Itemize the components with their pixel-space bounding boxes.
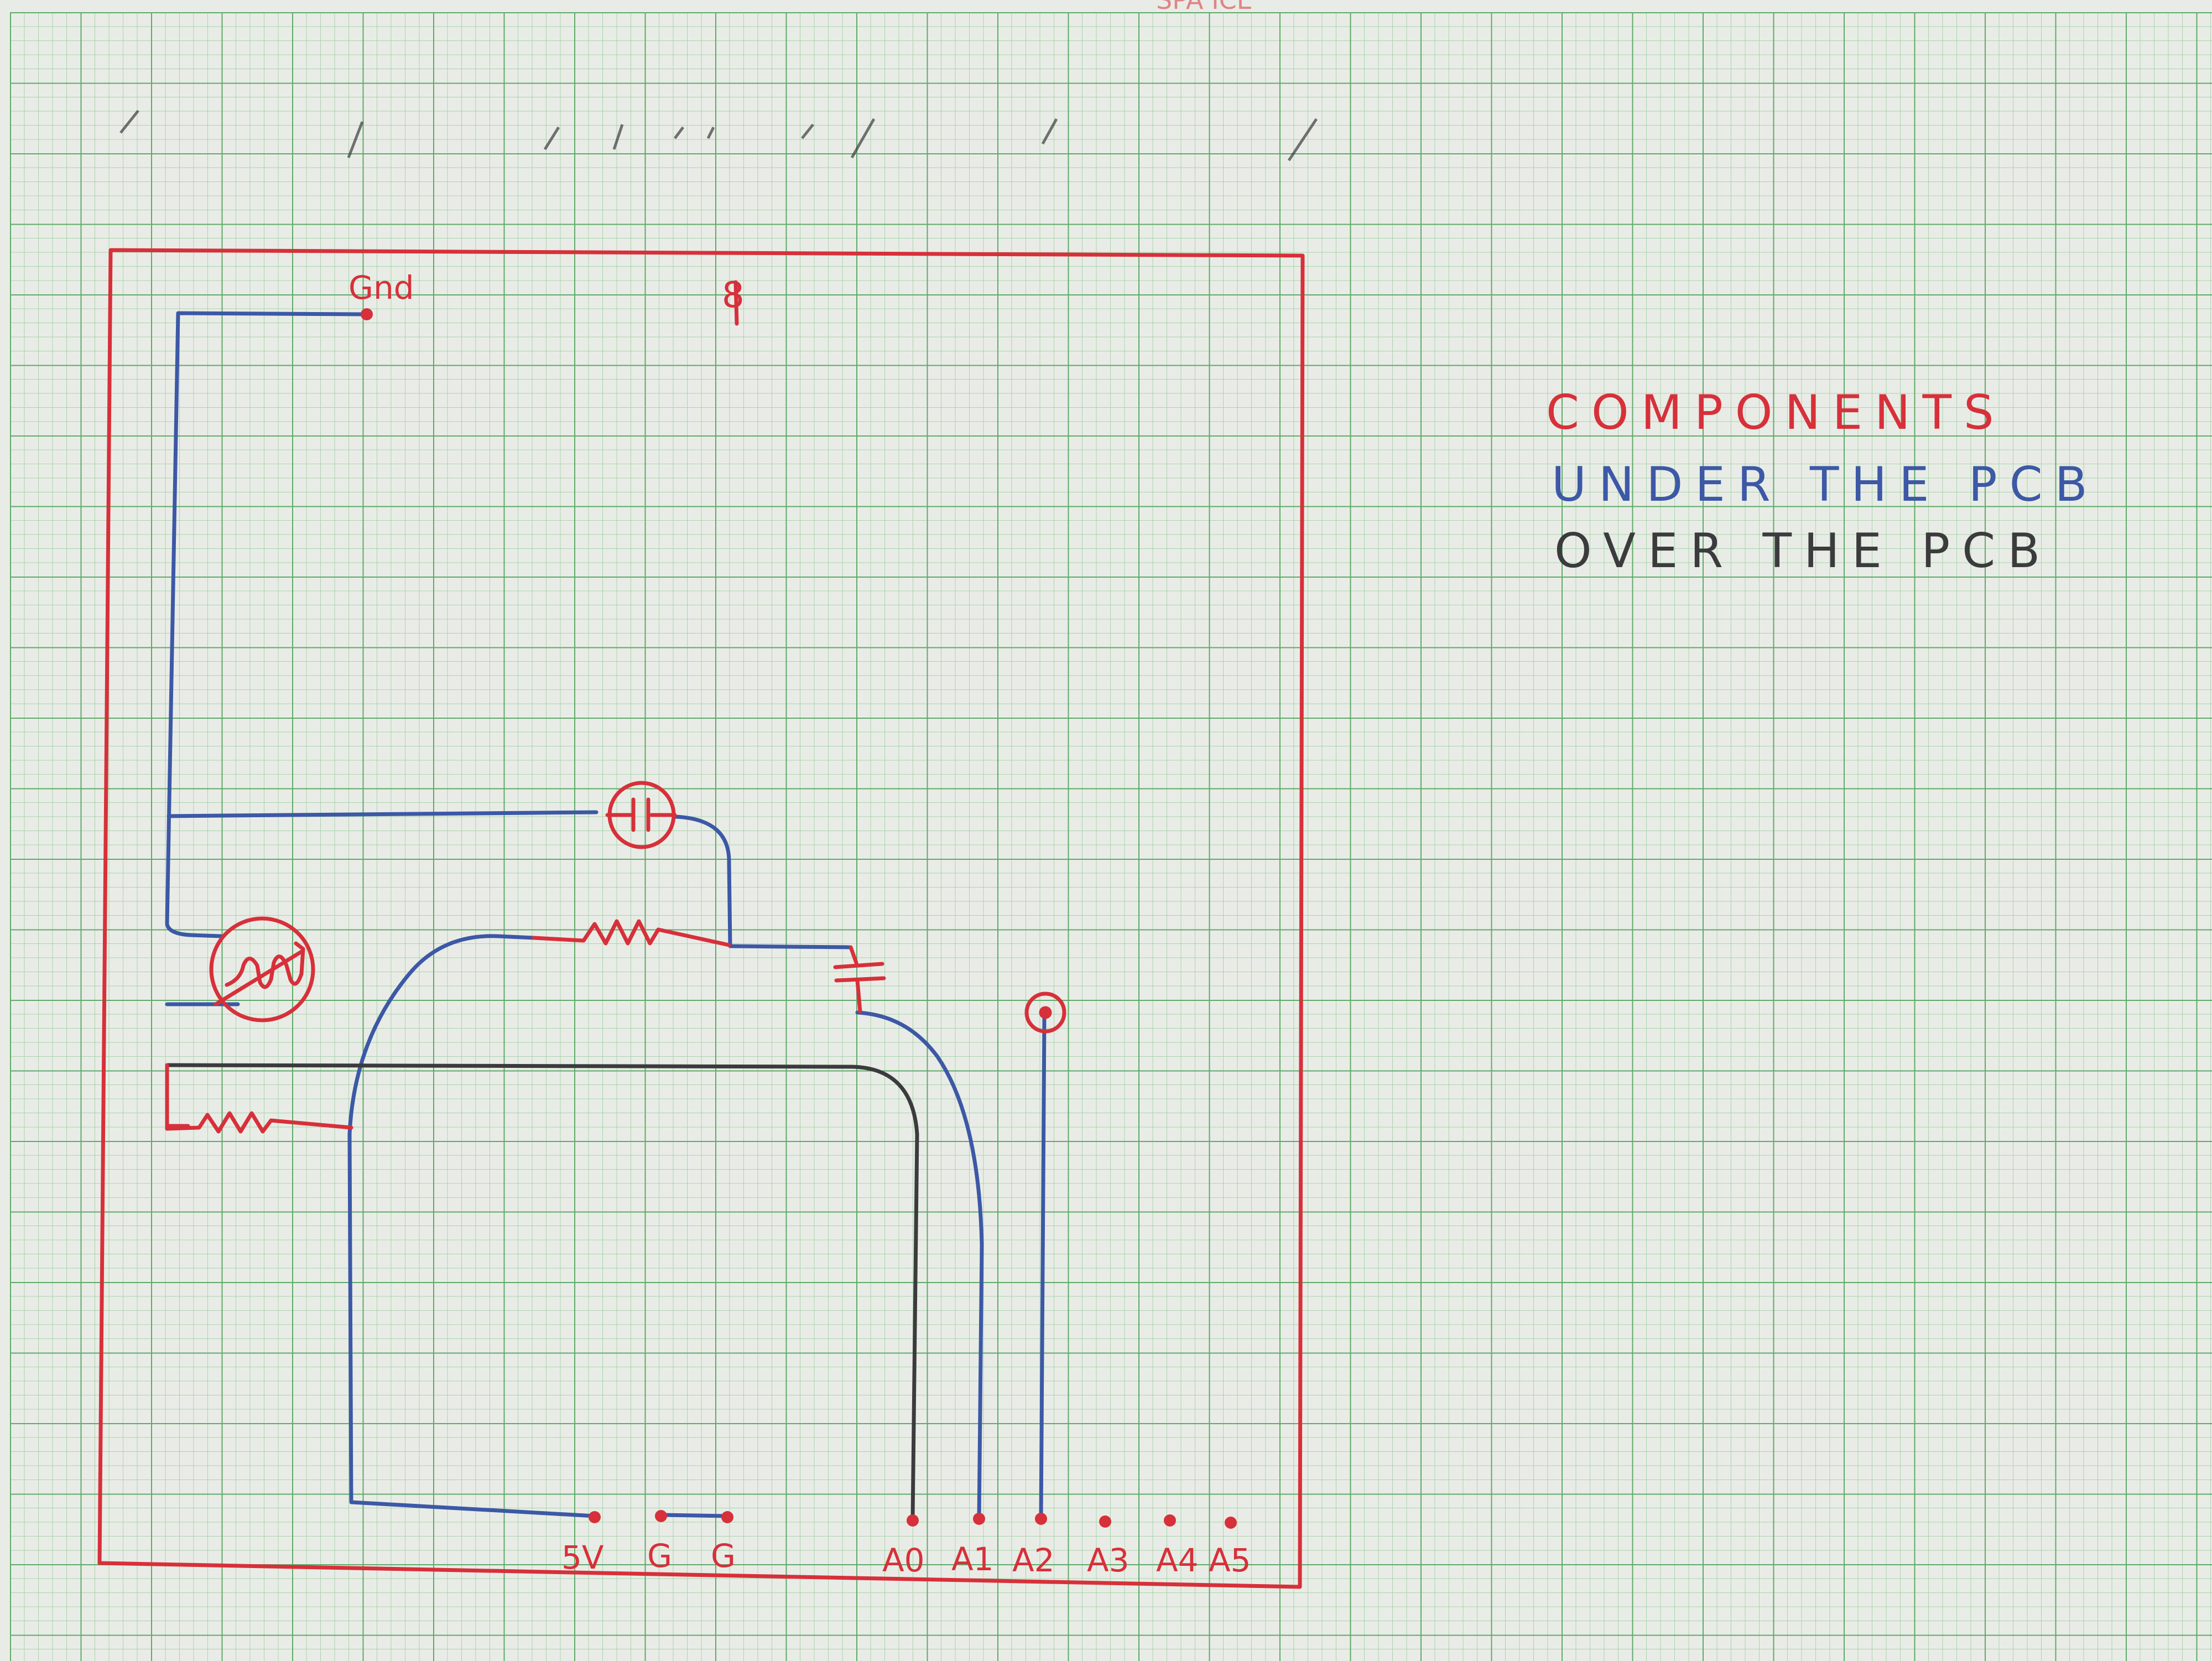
top-pin-label: 8	[722, 275, 745, 316]
resistor-bottom-icon	[165, 1111, 353, 1134]
header-pin-tick	[1041, 118, 1058, 145]
pad-dot	[907, 1514, 919, 1527]
pad-dots	[361, 308, 1237, 1529]
probe-pad-icon	[1024, 992, 1066, 1034]
pin-label-a0: A0	[882, 1541, 925, 1579]
header-pin-tick	[801, 123, 814, 139]
ground-bridge-trace	[659, 1513, 730, 1518]
pad-dot	[1035, 1513, 1047, 1525]
pad-dot	[1099, 1515, 1111, 1528]
cap-left-trace	[166, 810, 598, 818]
header-pin-tick	[612, 124, 624, 150]
header-pin-ticks	[119, 110, 1318, 162]
pcb-outline	[97, 248, 1305, 1589]
a0-trace	[165, 1063, 919, 1521]
a1-trace	[855, 1010, 984, 1521]
pin-label-g2: G	[711, 1537, 736, 1575]
pin-label-5v: 5V	[561, 1539, 604, 1576]
gnd-trace	[165, 311, 367, 938]
graph-paper-grid	[10, 12, 2212, 1661]
resistor-top-icon	[532, 919, 731, 947]
header-pin-tick	[347, 121, 364, 158]
header-pin-tick	[706, 126, 715, 139]
cap-right-trace	[673, 814, 851, 949]
header-pin-tick	[1287, 118, 1318, 162]
pin-label-a2: A2	[1012, 1541, 1055, 1579]
header-pin-tick	[850, 118, 876, 159]
left-drop-trace	[347, 1132, 597, 1518]
over-pcb-traces	[165, 1063, 919, 1521]
pad-dot	[1164, 1514, 1176, 1527]
bottom-pin-labels: 5V G G A0 A1 A2 A3 A4 A5	[561, 1537, 1251, 1579]
pad-dot	[589, 1511, 601, 1523]
pin-label-a5: A5	[1209, 1541, 1251, 1579]
header-pin-tick	[119, 110, 139, 134]
resistor-bend-trace	[347, 934, 536, 1136]
legend: COMPONENTS UNDER THE PCB OVER THE PCB	[1546, 385, 2100, 579]
components-layer	[165, 280, 1066, 1134]
pad-dot	[721, 1511, 733, 1523]
legend-components: COMPONENTS	[1546, 385, 2006, 440]
capacitor-plain-icon	[833, 945, 886, 1014]
top-pin-mark	[733, 280, 739, 326]
pin-label-g1: G	[647, 1537, 672, 1575]
header-pin-tick	[543, 126, 560, 150]
legend-under-pcb: UNDER THE PCB	[1552, 457, 2100, 512]
pad-dot	[655, 1510, 667, 1522]
pad-dot	[361, 308, 373, 320]
header-text: SPA ICE	[1156, 0, 1253, 15]
thermistor-icon	[209, 916, 315, 1022]
a2-trace	[1039, 1016, 1047, 1521]
pin-label-a4: A4	[1156, 1541, 1199, 1579]
capacitor-round-icon	[605, 781, 677, 849]
pad-dot	[1225, 1517, 1237, 1529]
pad-dot	[973, 1513, 985, 1525]
legend-over-pcb: OVER THE PCB	[1554, 523, 2052, 579]
pin-label-a1: A1	[951, 1540, 994, 1578]
gnd-label: Gnd	[348, 269, 414, 307]
pin-label-a3: A3	[1087, 1541, 1130, 1579]
under-pcb-traces	[165, 311, 1047, 1521]
header-pin-tick	[674, 126, 684, 139]
